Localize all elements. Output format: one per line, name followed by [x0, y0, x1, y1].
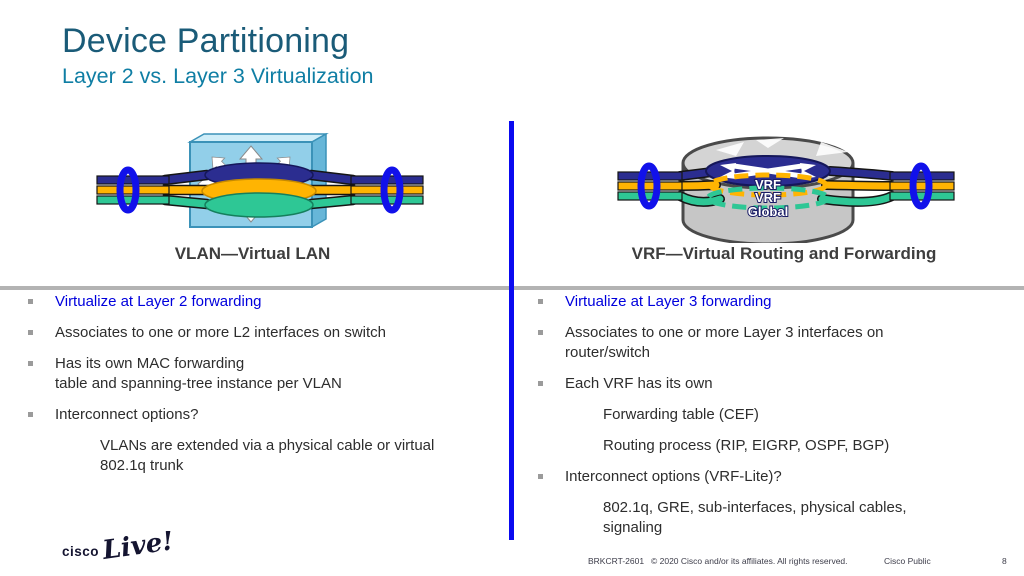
bullet-text: Associates to one or more L2 interfaces … [55, 324, 386, 341]
bullet-text: Has its own MAC forwarding table and spa… [55, 355, 342, 392]
page-number: 8 [1002, 556, 1007, 566]
bullet-square-icon [538, 299, 543, 304]
vrf-caption: VRF—Virtual Routing and Forwarding [631, 244, 937, 263]
bullet-item: Interconnect options? [28, 405, 490, 425]
copyright-text: © 2020 Cisco and/or its affiliates. All … [651, 556, 848, 566]
vrf-router-diagram: VRF VRF Global [617, 136, 955, 243]
session-id: BRKCRT-2601 [588, 556, 645, 566]
bullet-item: Associates to one or more L2 interfaces … [28, 323, 490, 343]
logo-cisco-text: cisco [62, 544, 99, 559]
bullet-item: Interconnect options (VRF-Lite)? [538, 467, 1016, 487]
bullet-square-icon [538, 381, 543, 386]
sub-bullet-item: Routing process (RIP, EIGRP, OSPF, BGP) [603, 436, 1016, 456]
page-subtitle: Layer 2 vs. Layer 3 Virtualization [62, 64, 374, 88]
vrf-stack-icon: VRF VRF Global [705, 155, 831, 220]
bullet-square-icon [28, 330, 33, 335]
bullet-text: Routing process (RIP, EIGRP, OSPF, BGP) [603, 437, 890, 454]
bullet-item: Virtualize at Layer 2 forwarding [28, 292, 490, 312]
cisco-live-logo: cisco Live! [62, 531, 176, 566]
classification-text: Cisco Public [884, 556, 931, 566]
bullet-text: Each VRF has its own [565, 375, 713, 392]
vrf-label-middle: VRF [755, 190, 781, 205]
vlan-planes-icon [201, 162, 317, 218]
bullet-square-icon [28, 412, 33, 417]
vrf-label-top: VRF [755, 177, 781, 192]
bullet-square-icon [538, 474, 543, 479]
vrf-label-bottom: Global [748, 204, 788, 219]
bullet-square-icon [538, 330, 543, 335]
sub-bullet-item: VLANs are extended via a physical cable … [100, 436, 490, 476]
sub-bullet-item: Forwarding table (CEF) [603, 405, 1016, 425]
logo-live-script: Live! [100, 531, 176, 566]
bullet-text: VLANs are extended via a physical cable … [100, 437, 435, 474]
bullet-item: Virtualize at Layer 3 forwarding [538, 292, 1016, 312]
bullet-item: Associates to one or more Layer 3 interf… [538, 323, 1016, 363]
bullet-item: Has its own MAC forwarding table and spa… [28, 354, 490, 394]
bullet-text: Forwarding table (CEF) [603, 406, 759, 423]
vrf-cable-fanout [675, 166, 897, 207]
vertical-divider [509, 121, 514, 540]
bullet-text: 802.1q, GRE, sub-interfaces, physical ca… [603, 499, 907, 536]
vlan-bullet-list: Virtualize at Layer 2 forwarding Associa… [28, 292, 490, 487]
vlan-switch-diagram [96, 133, 424, 229]
bullet-square-icon [28, 361, 33, 366]
bullet-square-icon [28, 299, 33, 304]
vrf-cable-bundles [617, 171, 955, 201]
bullet-text: Interconnect options? [55, 406, 199, 423]
bullet-text: Virtualize at Layer 3 forwarding [565, 293, 772, 310]
sub-bullet-item: 802.1q, GRE, sub-interfaces, physical ca… [603, 498, 1016, 538]
bullet-text: Associates to one or more Layer 3 interf… [565, 324, 884, 361]
cable-ring-icon [116, 166, 404, 214]
page-title: Device Partitioning [62, 22, 350, 60]
bullet-text: Virtualize at Layer 2 forwarding [55, 293, 262, 310]
vlan-caption: VLAN—Virtual LAN [174, 244, 331, 263]
bullet-item: Each VRF has its own [538, 374, 1016, 394]
bullet-text: Interconnect options (VRF-Lite)? [565, 468, 782, 485]
cable-ring-icon [637, 162, 933, 210]
vrf-bullet-list: Virtualize at Layer 3 forwarding Associa… [538, 292, 1016, 549]
